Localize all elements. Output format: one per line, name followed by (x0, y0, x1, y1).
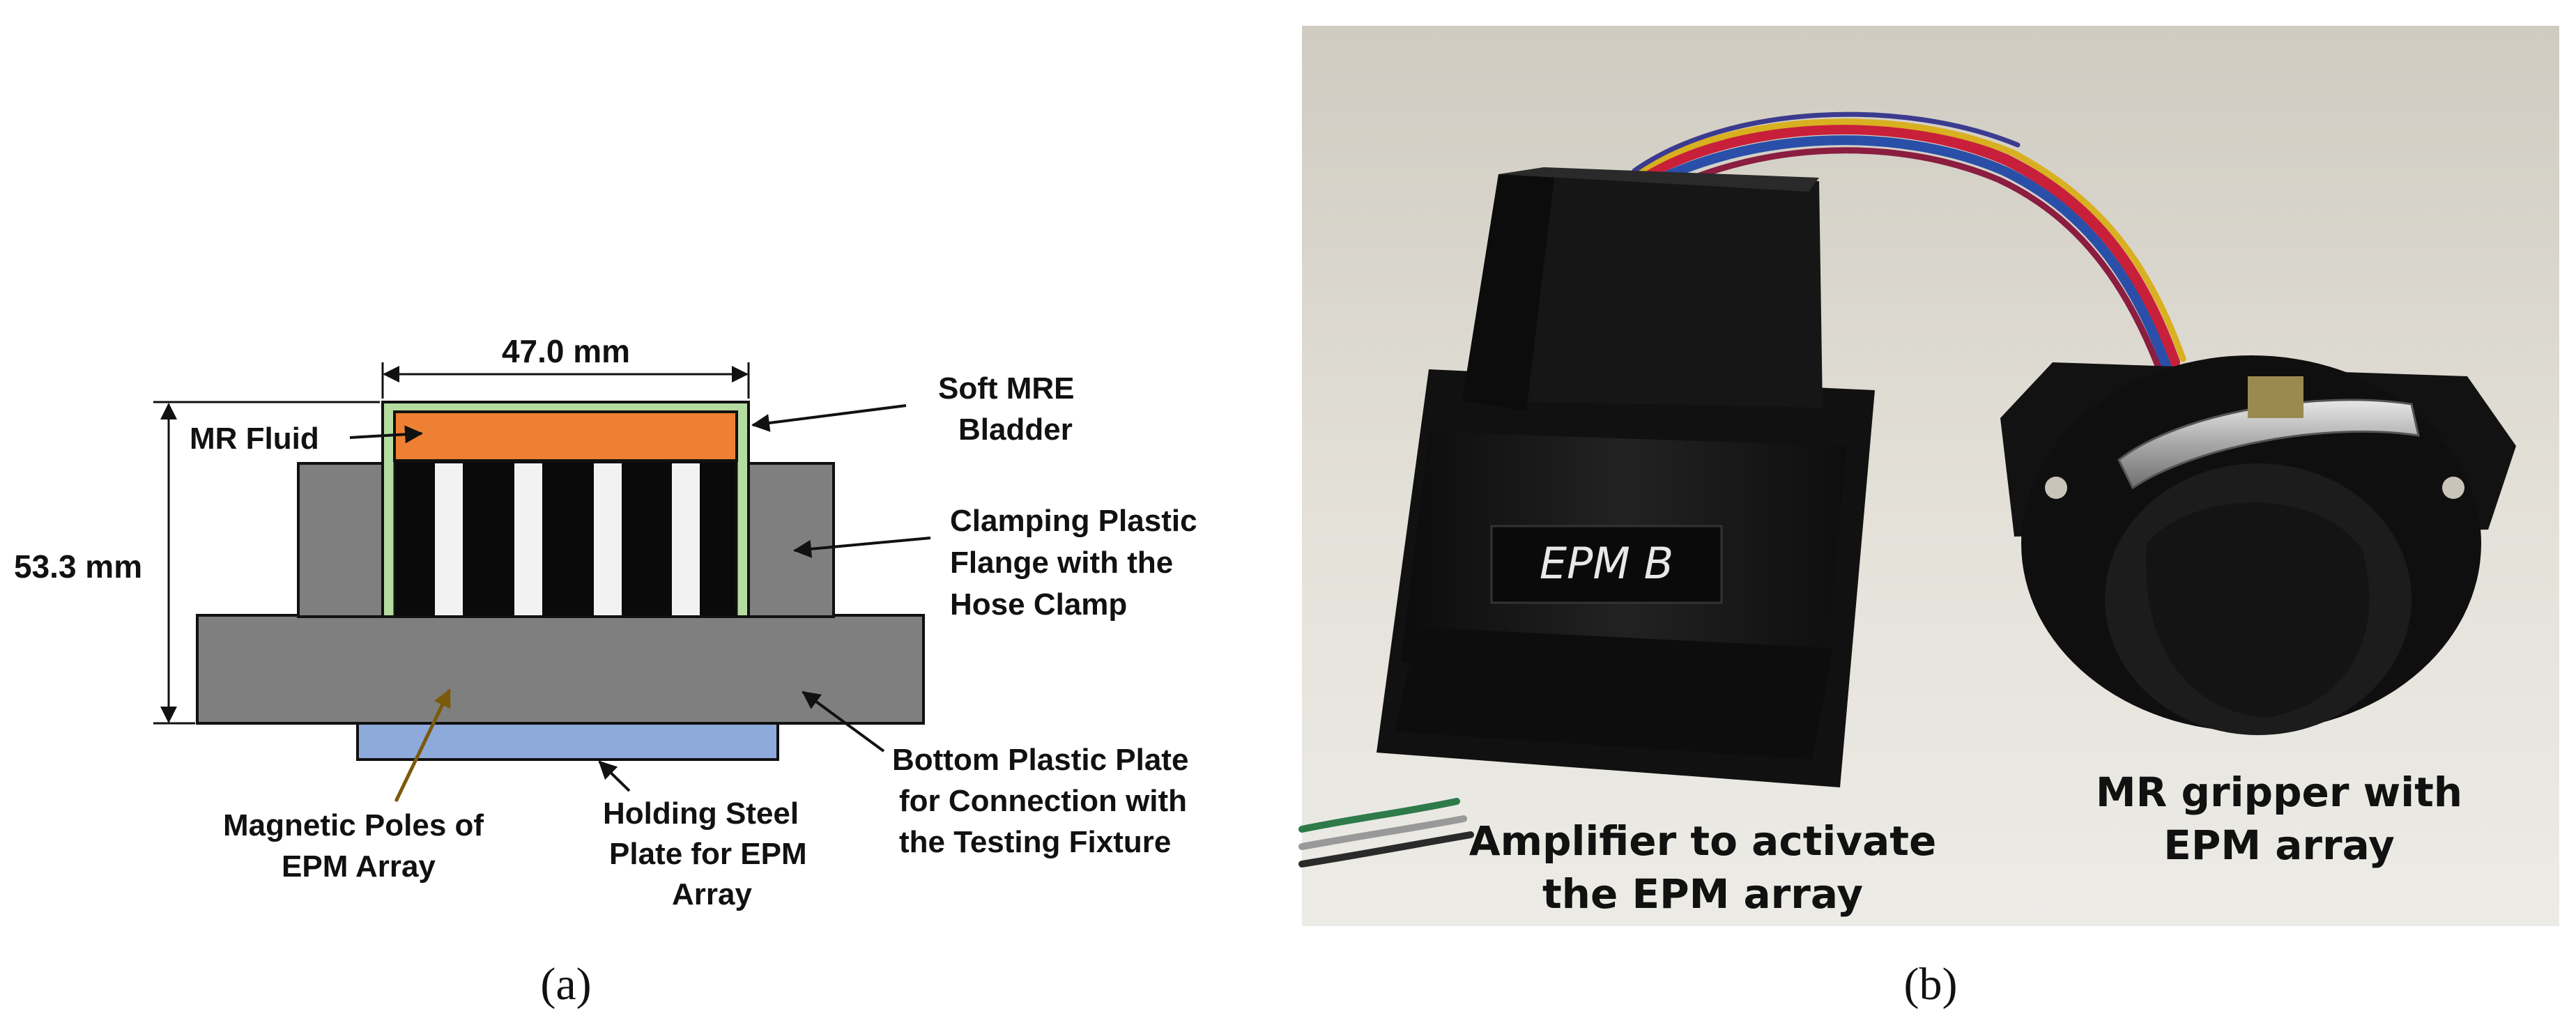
flange-label-line2: Flange with the (950, 546, 1173, 580)
bottom-plate-arrow (802, 691, 885, 753)
holding-arrow (598, 760, 631, 792)
panel-a-schematic: 47.0 mm 53.3 mm MR Fluid Soft MRE Bladde… (14, 333, 1197, 1010)
mr-fluid-label: MR Fluid (190, 422, 319, 456)
epm-label-plate (1490, 525, 1723, 604)
bottom-plate-label-line2: for Connection with (899, 784, 1187, 818)
flange-label-line1: Clamping Plastic (950, 504, 1197, 538)
amplifier-label-line2: the EPM array (1542, 870, 1863, 918)
panel-b-photo: EPM B Amplifier to activate the EPM arra… (1298, 26, 2559, 1010)
caption-b: (b) (1904, 959, 1958, 1010)
poles-label-line2: EPM Array (282, 849, 436, 884)
epm-b-label: EPM B (1540, 538, 1673, 589)
bottom-plate-label-line3: the Testing Fixture (899, 825, 1171, 859)
poles-arrow (394, 688, 452, 803)
bottom-plastic-plate (196, 614, 925, 725)
dim-width-label: 47.0 mm (502, 333, 630, 369)
holding-label-line3: Array (672, 877, 752, 911)
flange-label-line3: Hose Clamp (950, 587, 1127, 622)
amplifier-device: EPM B (1377, 167, 1875, 787)
caption-a: (a) (540, 959, 591, 1010)
flange-arrow (793, 537, 931, 558)
magnetic-pole-stripes (435, 463, 700, 615)
gripper-label-line2: EPM array (2163, 822, 2395, 869)
mr-gripper (2000, 355, 2516, 735)
clamping-flange-right (743, 462, 835, 618)
clamping-flange-left (297, 462, 389, 618)
dim-height-label: 53.3 mm (14, 548, 142, 585)
bladder-label-line1: Soft MRE (938, 371, 1075, 406)
bladder-arrow (751, 404, 907, 432)
bladder-label-line2: Bladder (958, 413, 1073, 447)
bottom-plate-label-line1: Bottom Plastic Plate (892, 743, 1188, 777)
twisted-cable-bundle (1298, 111, 2186, 868)
holding-label-line2: Plate for EPM (609, 837, 807, 871)
mr-fluid-arrow (349, 425, 423, 444)
mr-fluid (393, 410, 738, 462)
holding-label-line1: Holding Steel (603, 796, 799, 831)
hose-clamp (2117, 399, 2420, 490)
amplifier-label-line1: Amplifier to activate (1469, 817, 1937, 865)
poles-label-line1: Magnetic Poles of (223, 808, 484, 842)
gripper-label-line1: MR gripper with (2096, 769, 2462, 816)
